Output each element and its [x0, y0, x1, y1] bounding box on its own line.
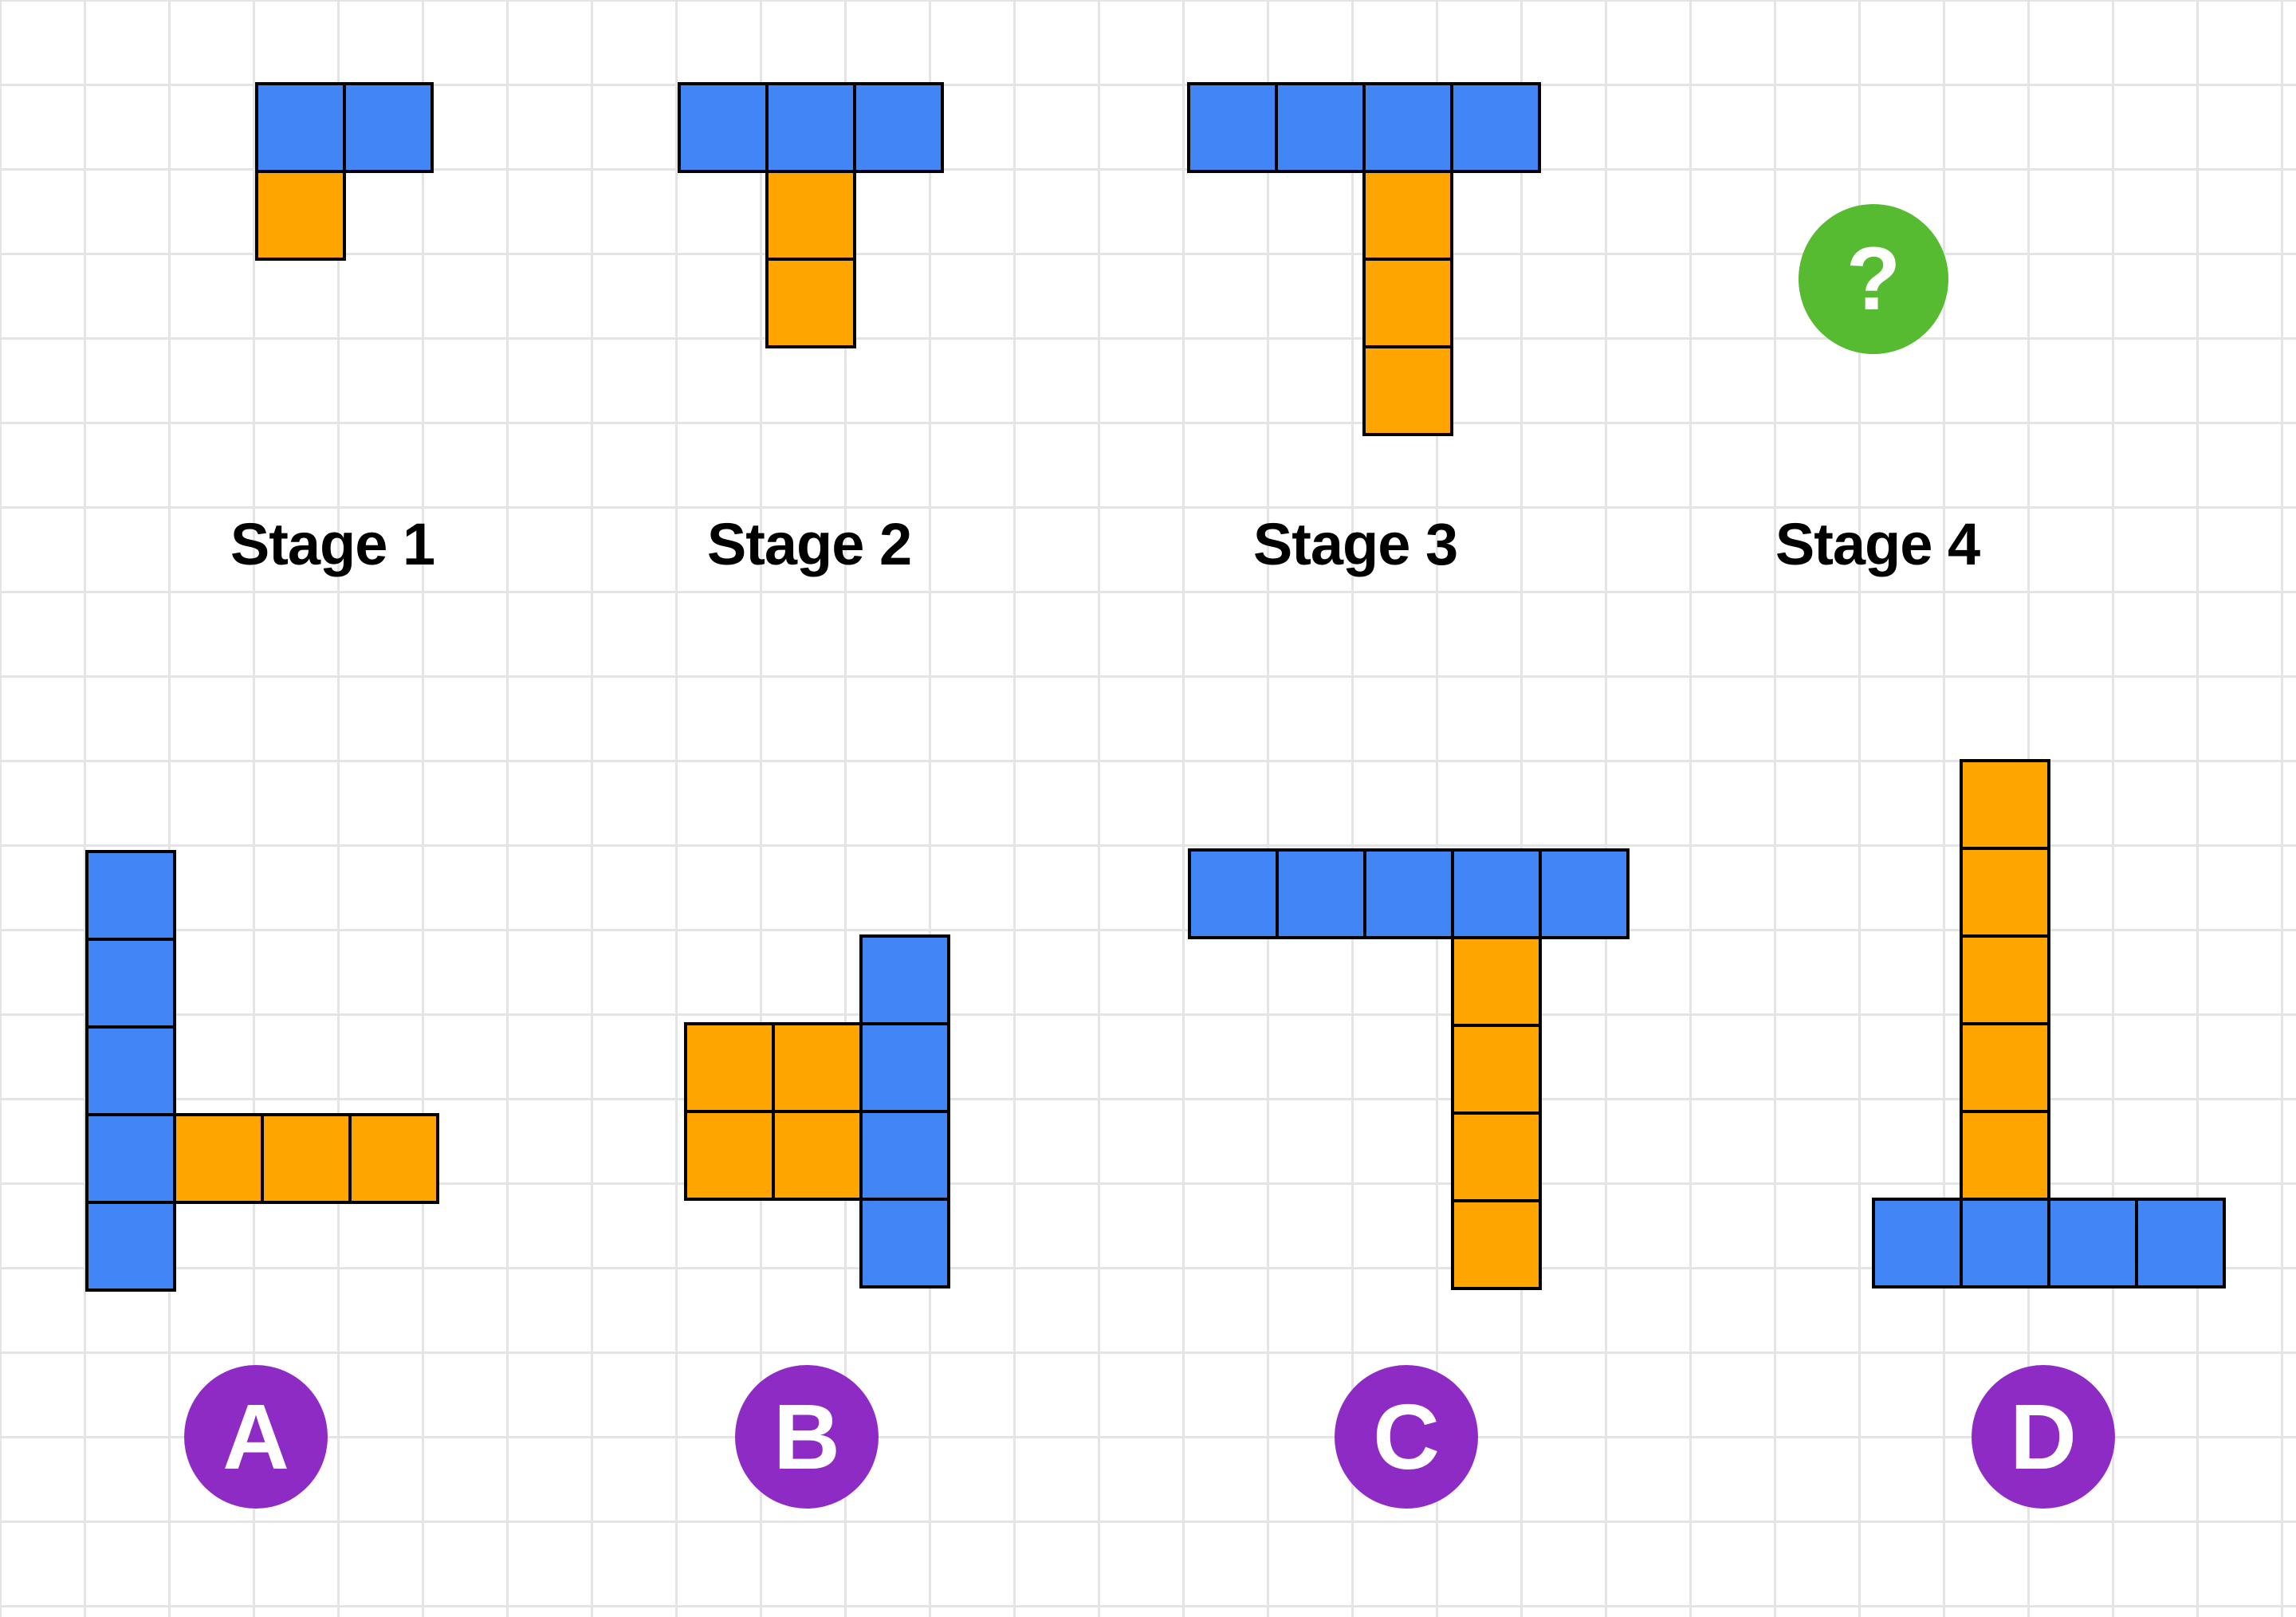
option-a-blue-square	[85, 938, 176, 1029]
option-a-blue-square	[85, 1025, 176, 1116]
stage-2-figure-blue-square	[678, 82, 769, 173]
stage-2-figure-blue-square	[853, 82, 944, 173]
option-c-orange-square	[1451, 1199, 1542, 1290]
option-a-blue-square	[85, 1113, 176, 1204]
option-c-orange-square	[1451, 1024, 1542, 1115]
option-d-blue-square	[2047, 1198, 2138, 1288]
stage-4-label: Stage 4	[1775, 511, 1980, 577]
stage-3-figure-blue-square	[1187, 82, 1278, 173]
option-c-blue-square	[1451, 848, 1542, 939]
option-d-orange-square	[1960, 1110, 2050, 1201]
option-a-orange-square	[173, 1113, 264, 1204]
stage-1-figure-blue-square	[343, 82, 434, 173]
option-c-blue-square	[1188, 848, 1279, 939]
option-d-orange-square	[1960, 759, 2050, 850]
stage-3-figure-orange-square	[1362, 258, 1453, 348]
option-b-badge[interactable]: B	[735, 1365, 879, 1509]
option-b-blue-square	[859, 1198, 950, 1288]
option-b-blue-square	[859, 1022, 950, 1113]
option-b-orange-square	[772, 1022, 863, 1113]
option-a-badge[interactable]: A	[184, 1365, 328, 1509]
stage-3-label: Stage 3	[1252, 511, 1458, 577]
question-mark-badge: ?	[1799, 204, 1948, 354]
option-c-orange-square	[1451, 1111, 1542, 1202]
option-c-blue-square	[1539, 848, 1630, 939]
option-d-blue-square	[1872, 1198, 1963, 1288]
option-c-orange-square	[1451, 936, 1542, 1027]
option-b-orange-square	[772, 1110, 863, 1201]
stage-2-label: Stage 2	[706, 511, 912, 577]
stage-3-figure-blue-square	[1362, 82, 1453, 173]
option-d-orange-square	[1960, 847, 2050, 938]
stage-1-label: Stage 1	[230, 511, 435, 577]
stage-2-figure-orange-square	[765, 258, 856, 348]
stage-3-figure-orange-square	[1362, 345, 1453, 436]
option-b-blue-square	[859, 1110, 950, 1201]
option-d-blue-square	[2135, 1198, 2226, 1288]
stage-1-figure-orange-square	[255, 170, 346, 261]
option-d-badge[interactable]: D	[1972, 1365, 2115, 1509]
option-c-blue-square	[1363, 848, 1454, 939]
stage-3-figure-orange-square	[1362, 170, 1453, 261]
stage-1-figure-blue-square	[255, 82, 346, 173]
option-b-blue-square	[859, 934, 950, 1025]
option-a-orange-square	[261, 1113, 352, 1204]
option-a-blue-square	[85, 1201, 176, 1292]
option-a-blue-square	[85, 850, 176, 941]
option-b-orange-square	[684, 1022, 775, 1113]
option-c-badge[interactable]: C	[1335, 1365, 1478, 1509]
stage-2-figure-orange-square	[765, 170, 856, 261]
stage-3-figure-blue-square	[1450, 82, 1541, 173]
option-b-orange-square	[684, 1110, 775, 1201]
option-a-orange-square	[348, 1113, 439, 1204]
option-d-orange-square	[1960, 1022, 2050, 1113]
stage-3-figure-blue-square	[1275, 82, 1366, 173]
stage-2-figure-blue-square	[765, 82, 856, 173]
option-d-orange-square	[1960, 934, 2050, 1025]
option-d-blue-square	[1960, 1198, 2050, 1288]
option-c-blue-square	[1276, 848, 1366, 939]
